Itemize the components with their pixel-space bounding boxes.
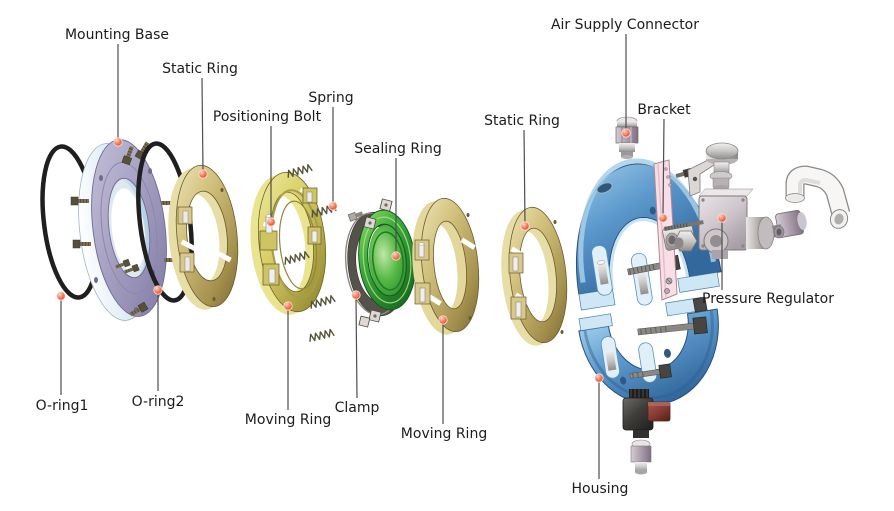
moving-ring-right-part xyxy=(412,197,480,335)
label-clamp: Clamp xyxy=(335,400,380,416)
callout-dot-static-ring-left xyxy=(198,169,208,179)
callout-dot-moving-ring-left xyxy=(283,301,293,311)
label-positioning-bolt: Positioning Bolt xyxy=(213,109,322,125)
callout-dot-pressure-regulator xyxy=(717,213,727,223)
mounting-base-part xyxy=(70,139,183,321)
label-static-ring-right: Static Ring xyxy=(484,113,560,129)
callout-dot-static-ring-right xyxy=(520,221,530,231)
label-mounting-base: Mounting Base xyxy=(65,27,169,43)
leader-bracket xyxy=(662,118,665,217)
callout-dot-moving-ring-right xyxy=(438,315,448,325)
part-labels: Mounting Base Static Ring Positioning Bo… xyxy=(36,17,835,497)
callout-dot-o-ring-1 xyxy=(56,291,66,301)
sealing-ring-part xyxy=(344,198,416,328)
callout-dot-positioning-bolt xyxy=(266,217,276,227)
callout-dot-spring xyxy=(328,201,338,211)
static-ring-right-part xyxy=(501,206,568,346)
label-moving-ring-left: Moving Ring xyxy=(245,412,331,428)
label-static-ring-left: Static Ring xyxy=(162,61,238,77)
callout-dot-o-ring-2 xyxy=(153,285,163,295)
label-housing: Housing xyxy=(572,481,629,497)
callout-dot-air-supply-connector xyxy=(621,128,631,138)
bottom-fitting xyxy=(630,439,652,475)
label-sealing-ring: Sealing Ring xyxy=(354,141,441,157)
label-bracket: Bracket xyxy=(637,102,691,118)
label-spring: Spring xyxy=(308,90,353,106)
clamp-tabs xyxy=(358,198,393,328)
callout-dot-clamp xyxy=(351,290,361,300)
callout-markers xyxy=(56,128,727,383)
housing-part xyxy=(575,158,722,475)
label-pressure-regulator: Pressure Regulator xyxy=(702,291,834,307)
leader-static-ring-left xyxy=(201,77,204,173)
outlet-fitting xyxy=(772,210,807,239)
moving-ring-left-part xyxy=(250,163,337,343)
label-moving-ring-right: Moving Ring xyxy=(401,426,487,442)
callout-dot-sealing-ring xyxy=(391,251,401,261)
leader-lines xyxy=(60,34,723,479)
leader-clamp xyxy=(355,296,358,399)
leader-static-ring-right xyxy=(523,129,526,225)
static-ring-left-part xyxy=(168,164,239,310)
label-o-ring-2: O-ring2 xyxy=(132,394,185,410)
housing-screws xyxy=(627,167,708,379)
clamp-screw xyxy=(347,211,364,222)
label-air-supply-connector: Air Supply Connector xyxy=(551,17,699,33)
elbow-pipe-part xyxy=(785,165,851,229)
air-supply-connector-part xyxy=(615,116,639,159)
callout-dot-mounting-base xyxy=(113,137,123,147)
callout-dot-housing xyxy=(594,373,604,383)
label-o-ring-1: O-ring1 xyxy=(36,398,89,414)
drain-valve xyxy=(622,389,671,438)
callout-dot-bracket xyxy=(658,213,668,223)
